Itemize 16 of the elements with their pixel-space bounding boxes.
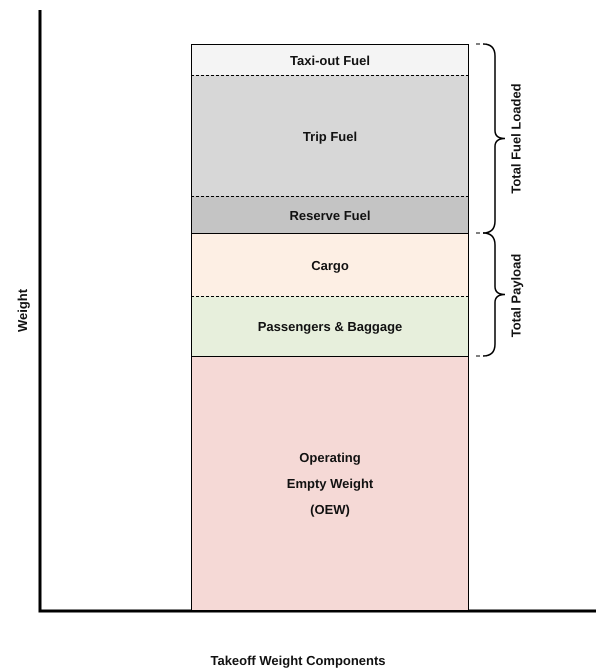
bar-segment [191,196,469,234]
bar-segment [191,233,469,297]
segment-label: Cargo [311,256,349,275]
segment-label: Reserve Fuel [290,206,370,224]
segment-label: Trip Fuel [302,128,358,146]
axis-title: Takeoff Weight Components [210,652,386,668]
segment-label: Taxi-out Fuel [290,52,370,70]
bar-segment [191,296,469,357]
bar-segment [191,75,469,197]
rotated-axis-label: Weight [14,288,30,332]
bar-segment [191,356,469,611]
rotated-axis-label: Total Payload [508,253,524,337]
rotated-axis-label: Total Fuel Loaded [508,82,524,194]
segment-label: Operating Empty Weight (OEW) [286,448,374,519]
segment-label: Passengers & Baggage [258,318,402,336]
bar-segment [191,44,469,76]
